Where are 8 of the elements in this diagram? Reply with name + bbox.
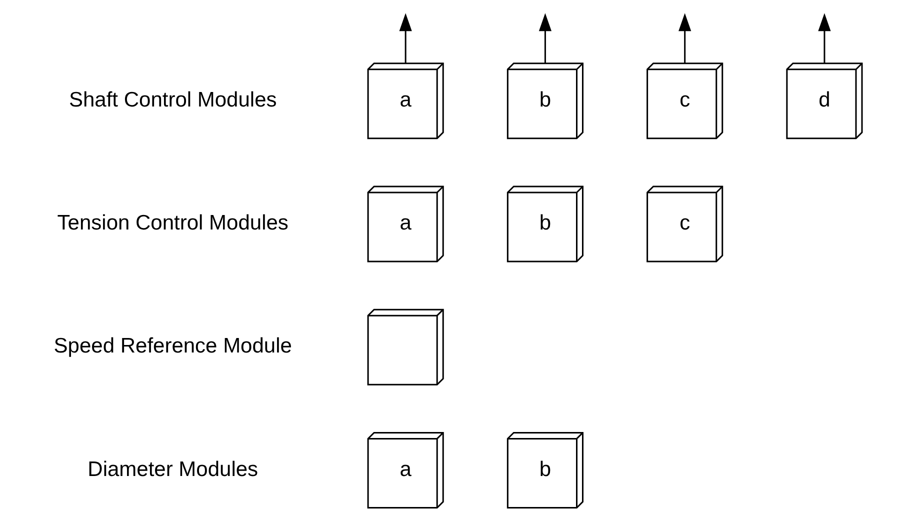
arrow: [398, 13, 412, 64]
label: Speed Reference Module: [53, 334, 292, 358]
label: Tension Control Modules: [56, 212, 288, 235]
arrow: [818, 13, 830, 64]
arrow: [678, 13, 691, 64]
label: Shaft Control Modules: [68, 88, 276, 112]
label: Diameter Modules: [87, 458, 258, 481]
arrow: [538, 13, 552, 64]
